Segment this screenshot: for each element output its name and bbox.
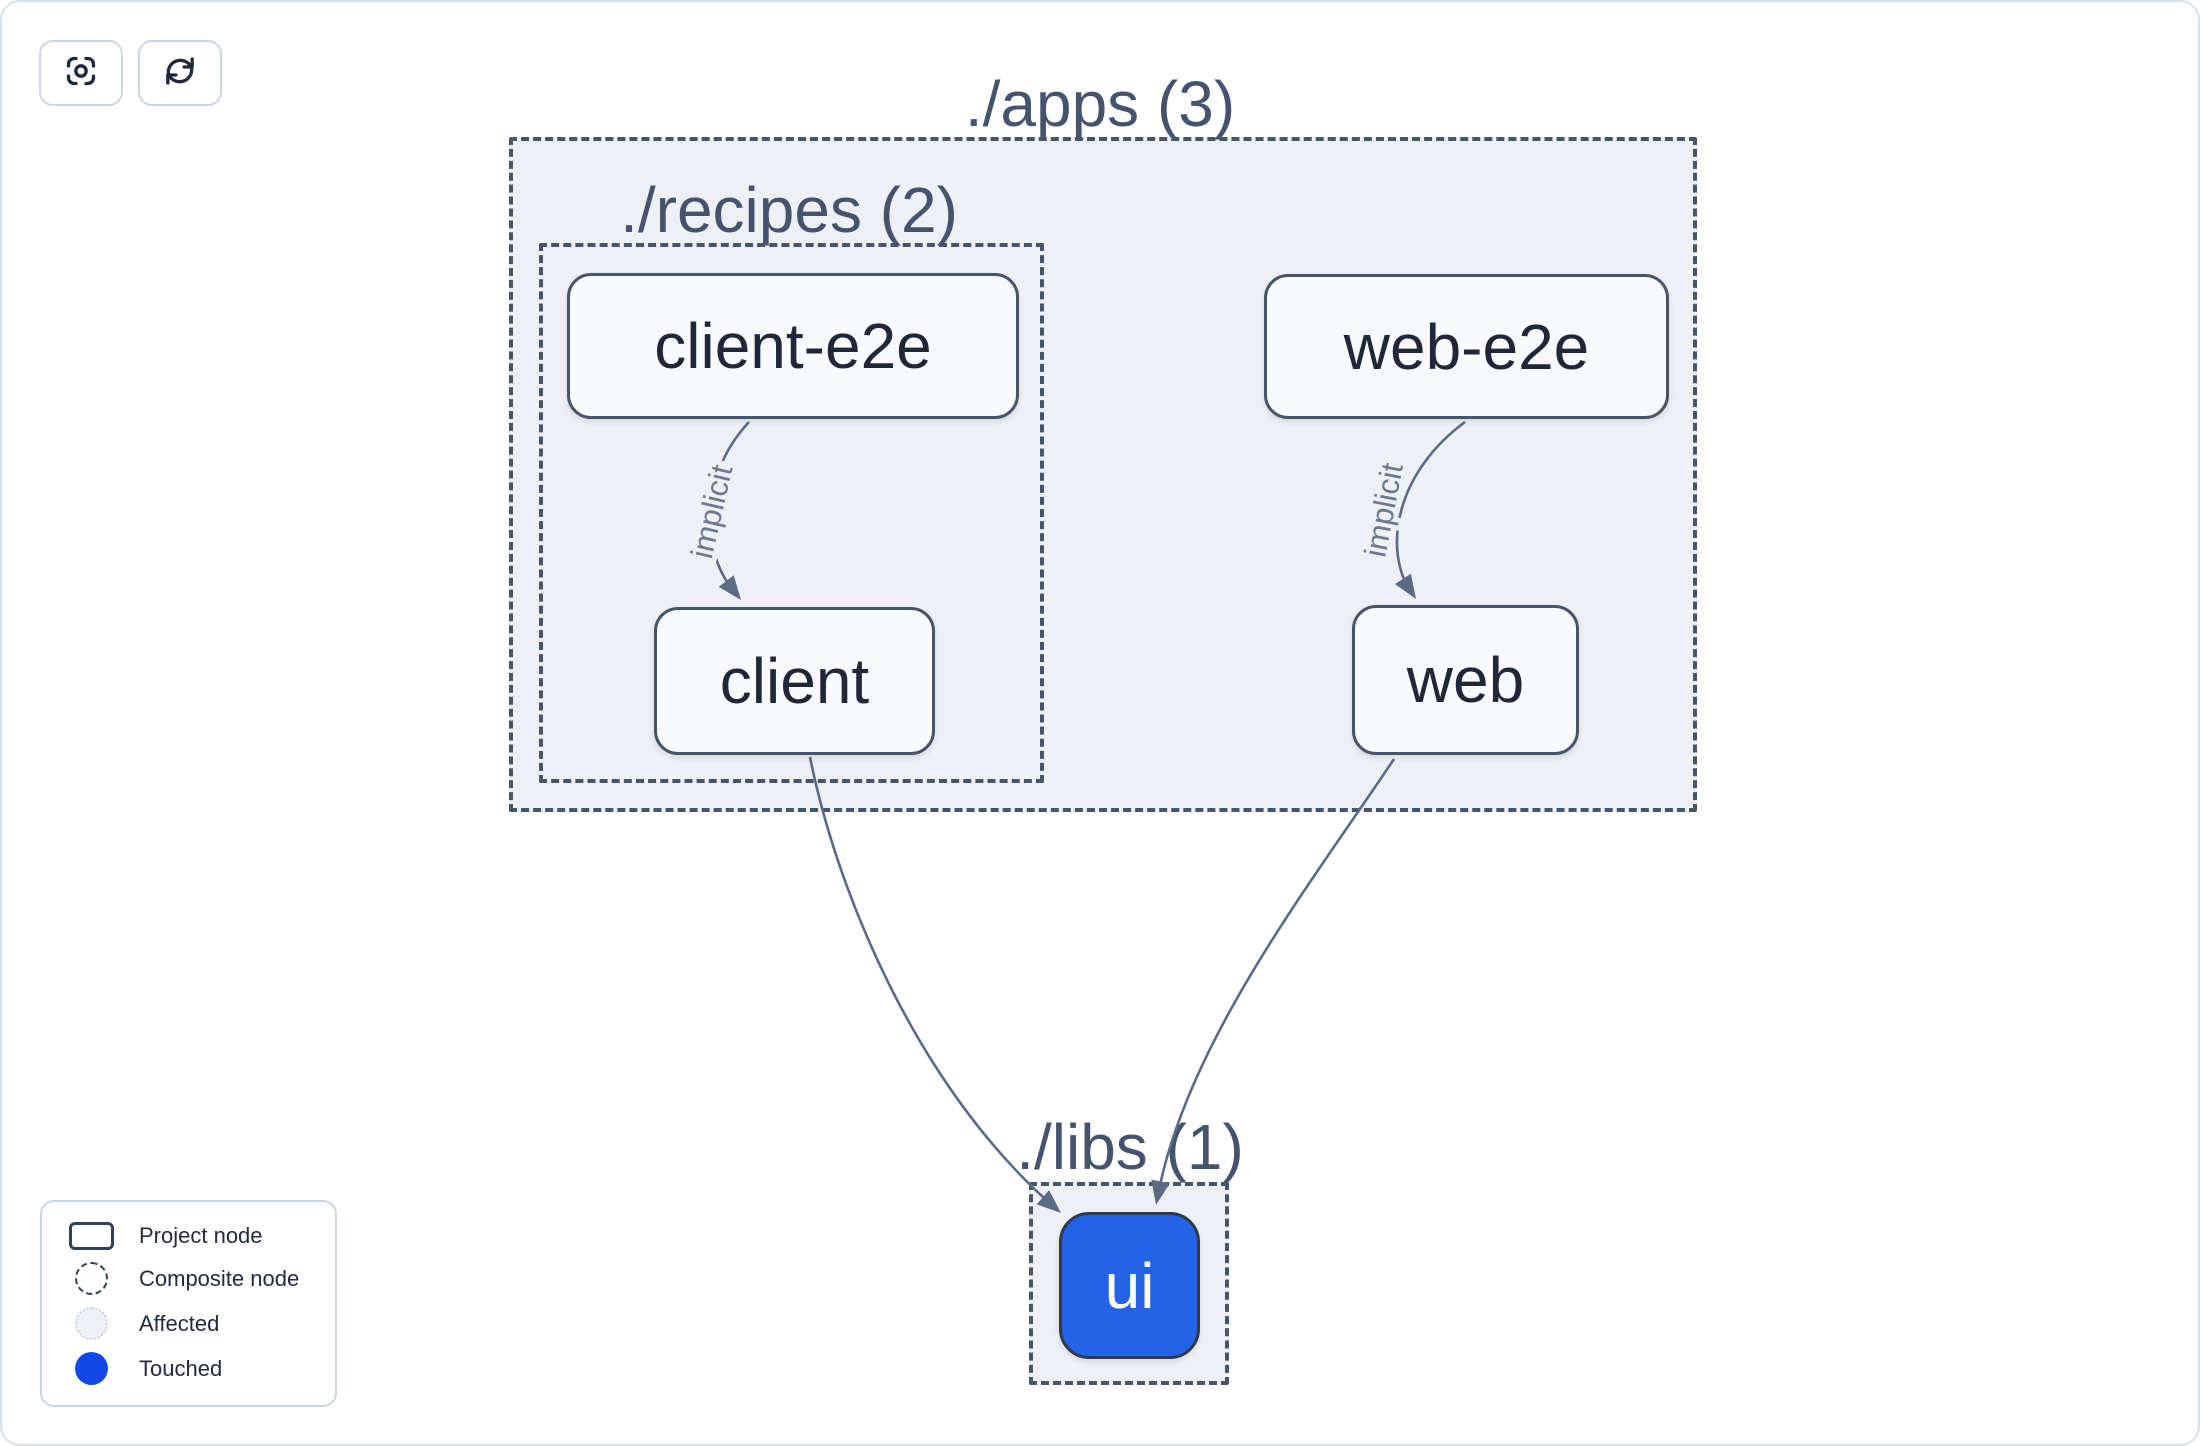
composite-node-swatch [74,1262,108,1295]
legend-item-touched: Touched [62,1352,321,1385]
legend-item-project-node: Project node [62,1222,321,1250]
legend: Project node Composite node Affected Tou… [40,1200,337,1407]
legend-label: Project node [139,1223,263,1248]
composite-container-recipes[interactable] [539,243,1044,783]
legend-item-composite-node: Composite node [62,1262,321,1295]
project-node-client-e2e[interactable]: client-e2e [567,273,1019,419]
project-node-client[interactable]: client [654,607,935,755]
affected-swatch [74,1307,108,1340]
refresh-icon [160,51,200,96]
container-title-libs: ./libs (1) [1016,1111,1244,1183]
legend-label: Composite node [139,1265,300,1291]
focus-icon [61,51,101,96]
legend-label: Affected [139,1310,220,1336]
touched-swatch [74,1352,108,1385]
project-node-ui[interactable]: ui [1059,1212,1200,1359]
focus-mode-button[interactable] [39,40,123,106]
refresh-graph-button[interactable] [138,40,222,106]
legend-label: Touched [139,1355,223,1381]
project-node-web-e2e[interactable]: web-e2e [1264,274,1669,419]
container-title-recipes: ./recipes (2) [620,174,958,246]
container-title-apps: ./apps (3) [964,68,1236,140]
project-node-web[interactable]: web [1352,605,1579,755]
project-node-swatch [68,1222,114,1250]
legend-item-affected: Affected [62,1307,321,1340]
